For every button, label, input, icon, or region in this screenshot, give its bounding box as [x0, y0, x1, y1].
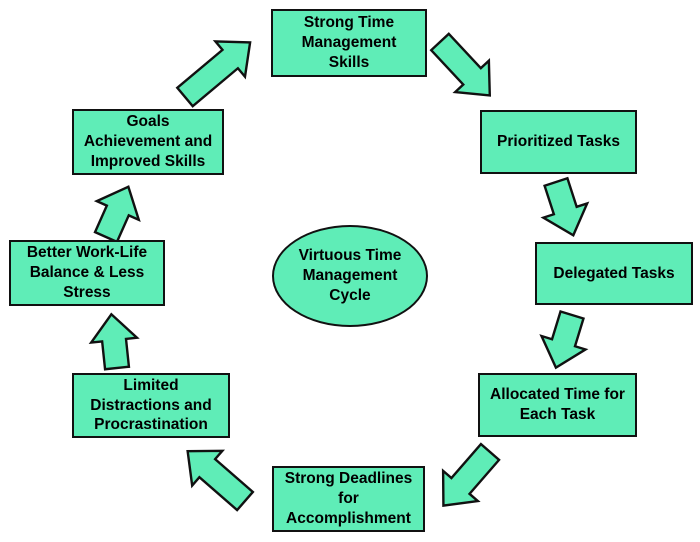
- node-goals-achievement-and-improved-skills: Goals Achievement and Improved Skills: [72, 109, 224, 175]
- cycle-title-ellipse: Virtuous Time Management Cycle: [272, 225, 428, 327]
- cycle-arrow-8: [175, 40, 252, 108]
- node-better-work-life-balance-less-stress: Better Work-Life Balance & Less Stress: [9, 240, 165, 306]
- cycle-arrow-7: [93, 185, 141, 244]
- node-prioritized-tasks: Prioritized Tasks: [480, 110, 637, 174]
- cycle-arrow-1: [429, 32, 492, 97]
- cycle-arrow-6: [88, 312, 140, 371]
- cycle-arrow-2: [540, 176, 590, 237]
- node-strong-deadlines-for-accomplishment: Strong Deadlines for Accomplishment: [272, 466, 425, 532]
- node-allocated-time-for-each-task: Allocated Time for Each Task: [478, 373, 637, 437]
- cycle-arrow-3: [539, 309, 589, 370]
- cycle-arrow-4: [441, 442, 501, 507]
- node-delegated-tasks: Delegated Tasks: [535, 242, 693, 305]
- cycle-arrow-5: [186, 449, 255, 512]
- node-limited-distractions-and-procrastination: Limited Distractions and Procrastination: [72, 373, 230, 438]
- node-strong-time-management-skills: Strong Time Management Skills: [271, 9, 427, 77]
